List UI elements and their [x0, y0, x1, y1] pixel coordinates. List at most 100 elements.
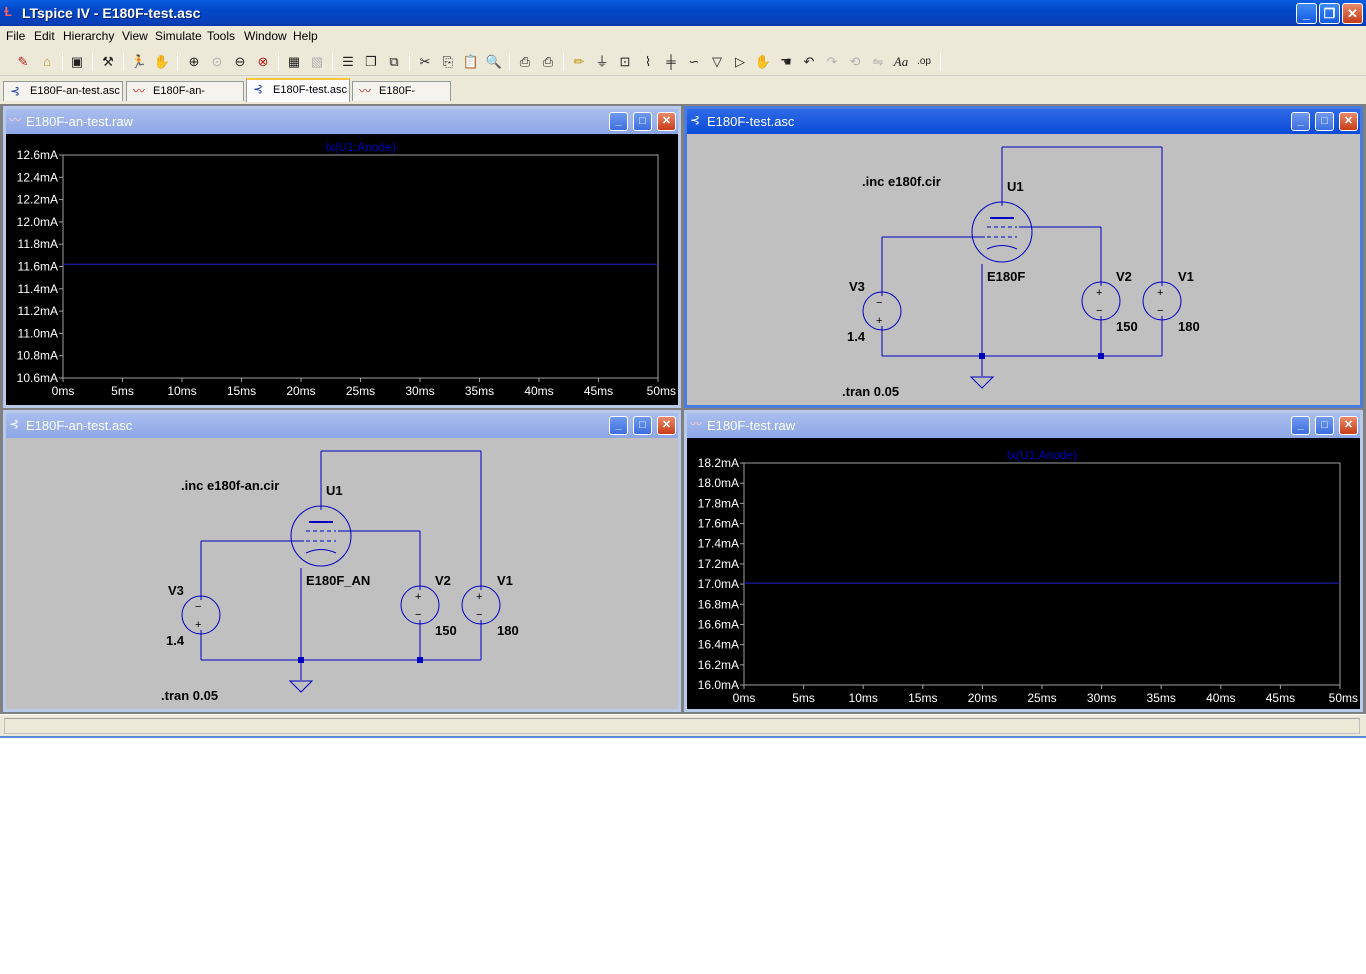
- pane-close-button[interactable]: ✕: [1339, 112, 1358, 131]
- pane-minimize-button[interactable]: _: [609, 416, 628, 435]
- tube-ref-label[interactable]: U1: [326, 483, 343, 498]
- grid-icon[interactable]: ▧: [310, 54, 324, 69]
- v1-ref-label[interactable]: V1: [497, 573, 513, 588]
- menu-hierarchy[interactable]: Hierarchy: [63, 29, 115, 43]
- pane-e180f-an-test-raw[interactable]: 〰 E180F-an-test.raw _ □ ✕ Ix(U1:Anode)12…: [3, 106, 681, 408]
- paste-icon[interactable]: 📋: [462, 54, 480, 69]
- pane-e180f-test-raw[interactable]: 〰 E180F-test.raw _ □ ✕ Ix(U1:Anode)18.2m…: [684, 410, 1363, 712]
- close-button[interactable]: ✕: [1342, 3, 1363, 24]
- rotate-icon[interactable]: ⟲: [849, 54, 861, 69]
- v2-ref-label[interactable]: V2: [1116, 269, 1132, 284]
- tube-model-label[interactable]: E180F: [987, 269, 1025, 284]
- ltspice-app-icon[interactable]: Ɫ: [4, 4, 12, 19]
- tube-envelope[interactable]: [290, 505, 352, 567]
- tube-ref-label[interactable]: U1: [1007, 179, 1024, 194]
- move-icon[interactable]: ✋: [754, 54, 772, 69]
- voltage-source-v3[interactable]: [862, 291, 902, 331]
- schematic-canvas[interactable]: − + + − + − .inc e180f.cir U1 E180F V3 1…: [687, 134, 1360, 405]
- wire-icon[interactable]: ✏: [573, 54, 585, 69]
- cascade-icon[interactable]: ❐: [365, 54, 377, 69]
- menu-tools[interactable]: Tools: [207, 29, 236, 43]
- capacitor-icon[interactable]: ╪: [666, 54, 676, 69]
- schematic-drawing[interactable]: − + + − + − .inc e180f.cir U1 E180F V3 1…: [687, 134, 1360, 408]
- menu-view[interactable]: View: [122, 29, 148, 43]
- pane-maximize-button[interactable]: □: [1315, 416, 1334, 435]
- tile-horizontal-icon[interactable]: ☰: [342, 54, 354, 69]
- menu-file[interactable]: File: [6, 29, 26, 43]
- run-icon[interactable]: 🏃: [130, 54, 148, 69]
- v1-value-label[interactable]: 180: [1178, 319, 1200, 334]
- v1-value-label[interactable]: 180: [497, 623, 519, 638]
- menu-edit[interactable]: Edit: [34, 29, 55, 43]
- voltage-source-v1[interactable]: [461, 585, 501, 625]
- maximize-button[interactable]: ❐: [1319, 3, 1340, 24]
- v1-ref-label[interactable]: V1: [1178, 269, 1194, 284]
- tube-model-label[interactable]: E180F_AN: [306, 573, 370, 588]
- zoom-out-icon[interactable]: ⊖: [234, 54, 246, 69]
- diode-icon[interactable]: ▽: [712, 54, 722, 69]
- tab-e180f-test-asc[interactable]: ⊰ E180F-test.asc: [246, 78, 350, 102]
- schematic-canvas[interactable]: − + + − + − .inc e180f-an.cir U1 E180F_A…: [6, 438, 678, 709]
- mirror-icon[interactable]: ⇋: [872, 54, 884, 69]
- voltage-source-v1[interactable]: [1142, 281, 1182, 321]
- v3-ref-label[interactable]: V3: [849, 279, 865, 294]
- text-icon[interactable]: Aa: [893, 54, 909, 69]
- inc-directive[interactable]: .inc e180f-an.cir: [181, 478, 279, 493]
- voltage-source-v3[interactable]: [181, 595, 221, 635]
- pane-title-bar[interactable]: 〰 E180F-an-test.raw _ □ ✕: [6, 109, 678, 134]
- pane-minimize-button[interactable]: _: [609, 112, 628, 131]
- pan-icon[interactable]: ⊙: [211, 54, 223, 69]
- tube-envelope[interactable]: [971, 201, 1033, 263]
- pane-title-bar[interactable]: ⊰ E180F-test.asc _ □ ✕: [687, 109, 1360, 134]
- menu-window[interactable]: Window: [244, 29, 287, 43]
- pane-close-button[interactable]: ✕: [1339, 416, 1358, 435]
- inductor-icon[interactable]: ∽: [688, 54, 700, 69]
- schematic-drawing[interactable]: − + + − + − .inc e180f-an.cir U1 E180F_A…: [6, 438, 678, 712]
- v2-value-label[interactable]: 150: [1116, 319, 1138, 334]
- voltage-source-v2[interactable]: [1081, 281, 1121, 321]
- drag-icon[interactable]: ☚: [780, 54, 792, 69]
- open-folder-icon[interactable]: ⌂: [43, 54, 51, 69]
- pane-minimize-button[interactable]: _: [1291, 112, 1310, 131]
- pane-maximize-button[interactable]: □: [633, 416, 652, 435]
- tran-directive[interactable]: .tran 0.05: [842, 384, 899, 399]
- zoom-in-icon[interactable]: ⊕: [188, 54, 200, 69]
- pane-title-bar[interactable]: ⊰ E180F-an-test.asc _ □ ✕: [6, 413, 678, 438]
- new-schematic-icon[interactable]: ✎: [17, 54, 29, 69]
- v2-ref-label[interactable]: V2: [435, 573, 451, 588]
- ground-symbol[interactable]: [288, 680, 314, 693]
- pane-e180f-test-asc[interactable]: ⊰ E180F-test.asc _ □ ✕: [684, 106, 1363, 408]
- autorange-icon[interactable]: ▦: [287, 54, 301, 69]
- voltage-source-v2[interactable]: [400, 585, 440, 625]
- label-net-icon[interactable]: ⊡: [619, 54, 631, 69]
- v2-value-label[interactable]: 150: [435, 623, 457, 638]
- menu-help[interactable]: Help: [293, 29, 318, 43]
- find-icon[interactable]: 🔍: [485, 54, 503, 69]
- v3-value-label[interactable]: 1.4: [166, 633, 185, 648]
- waveform-chart-2[interactable]: Ix(U1:Anode)18.2mA18.0mA17.8mA17.6mA17.4…: [687, 438, 1360, 712]
- save-icon[interactable]: ▣: [70, 54, 84, 69]
- title-bar[interactable]: Ɫ LTspice IV - E180F-test.asc _ ❐ ✕: [0, 0, 1366, 26]
- resistor-icon[interactable]: ⌇: [644, 54, 652, 69]
- pane-close-button[interactable]: ✕: [657, 112, 676, 131]
- control-panel-icon[interactable]: ⚒: [102, 54, 114, 69]
- ground-icon[interactable]: ⏚: [595, 54, 609, 69]
- undo-icon[interactable]: ↶: [803, 54, 815, 69]
- pane-minimize-button[interactable]: _: [1291, 416, 1310, 435]
- pane-maximize-button[interactable]: □: [1315, 112, 1334, 131]
- v3-value-label[interactable]: 1.4: [847, 329, 866, 344]
- spice-directive-icon[interactable]: .op: [917, 56, 931, 67]
- pane-title-bar[interactable]: 〰 E180F-test.raw _ □ ✕: [687, 413, 1360, 438]
- redo-icon[interactable]: ↷: [826, 54, 838, 69]
- menu-simulate[interactable]: Simulate: [155, 29, 202, 43]
- copy-icon[interactable]: ⎘: [442, 54, 454, 69]
- tile-vertical-icon[interactable]: ⧉: [389, 54, 399, 69]
- ground-symbol[interactable]: [969, 376, 995, 389]
- cut-icon[interactable]: ✂: [419, 54, 431, 69]
- tab-e180f-an-test-raw[interactable]: 〰 E180F-an-test.raw: [126, 81, 244, 115]
- pane-e180f-an-test-asc[interactable]: ⊰ E180F-an-test.asc _ □ ✕: [3, 410, 681, 712]
- component-icon[interactable]: ▷: [735, 54, 745, 69]
- print-preview-icon[interactable]: ⎙: [519, 54, 531, 69]
